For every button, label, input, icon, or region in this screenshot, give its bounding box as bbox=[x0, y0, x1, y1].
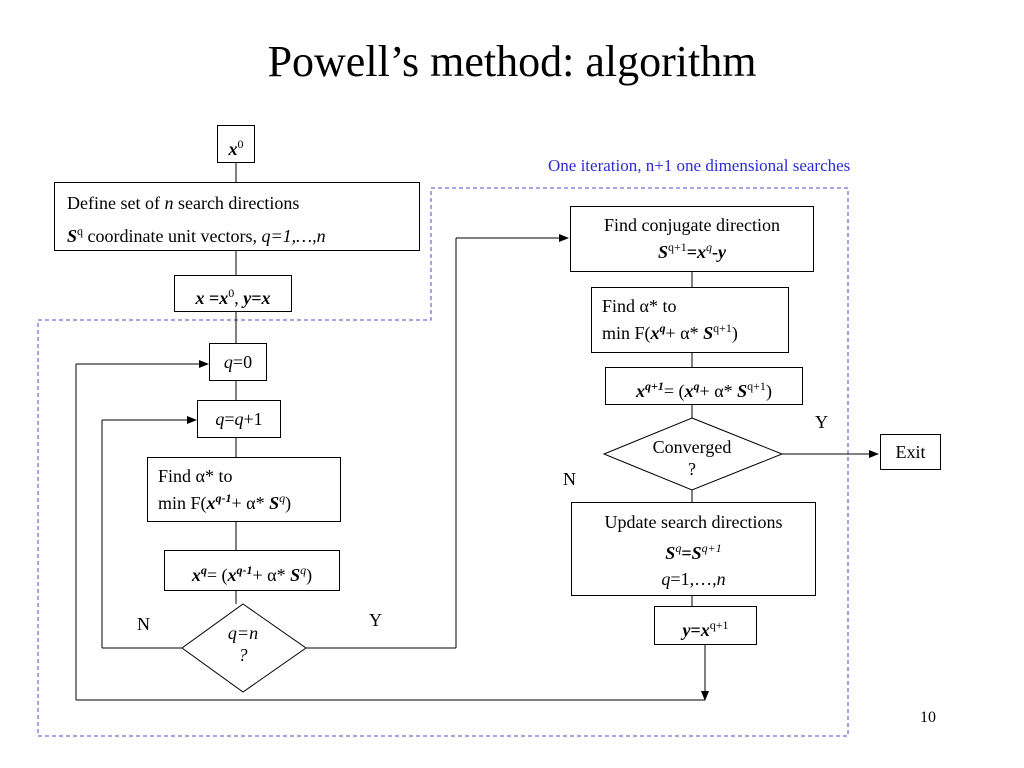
q-increment-box: q=q+1 bbox=[197, 400, 281, 438]
update-directions-box: Update search directions Sq=Sq+1 q=1,…,n bbox=[571, 502, 816, 596]
start-node-x0: x0 bbox=[217, 125, 255, 163]
label-y-left: Y bbox=[369, 610, 382, 630]
update-x-right-box: xq+1= (xq+ α* Sq+1) bbox=[605, 367, 803, 405]
decision-q-text: q=n ? bbox=[227, 623, 259, 665]
q-zero-box: q=0 bbox=[209, 343, 267, 381]
find-conjugate-box: Find conjugate direction Sq+1=xq-y bbox=[570, 206, 814, 272]
iteration-region-outline bbox=[37, 187, 849, 737]
find-alpha-right-box: Find α* to min F(xq+ α* Sq+1) bbox=[591, 287, 789, 353]
exit-box: Exit bbox=[880, 434, 941, 470]
slide-title: Powell’s method: algorithm bbox=[267, 37, 757, 86]
define-directions-box: Define set of n search directions Sq coo… bbox=[54, 182, 420, 251]
final-y-box: y=xq+1 bbox=[654, 606, 757, 645]
iteration-annotation: One iteration, n+1 one dimensional searc… bbox=[548, 156, 851, 175]
update-x-left-box: xq= (xq-1+ α* Sq) bbox=[164, 550, 340, 591]
decision-q-diamond bbox=[181, 603, 307, 693]
label-n-right: N bbox=[563, 469, 576, 489]
decision-converged-text: Converged ? bbox=[652, 437, 732, 479]
label-n-left: N bbox=[137, 614, 150, 634]
page-number: 10 bbox=[920, 709, 936, 726]
label-y-right: Y bbox=[815, 412, 828, 432]
find-alpha-left-box: Find α* to min F(xq-1+ α* Sq) bbox=[147, 457, 341, 522]
init-xy-box: x =x0, y=x bbox=[174, 275, 292, 312]
